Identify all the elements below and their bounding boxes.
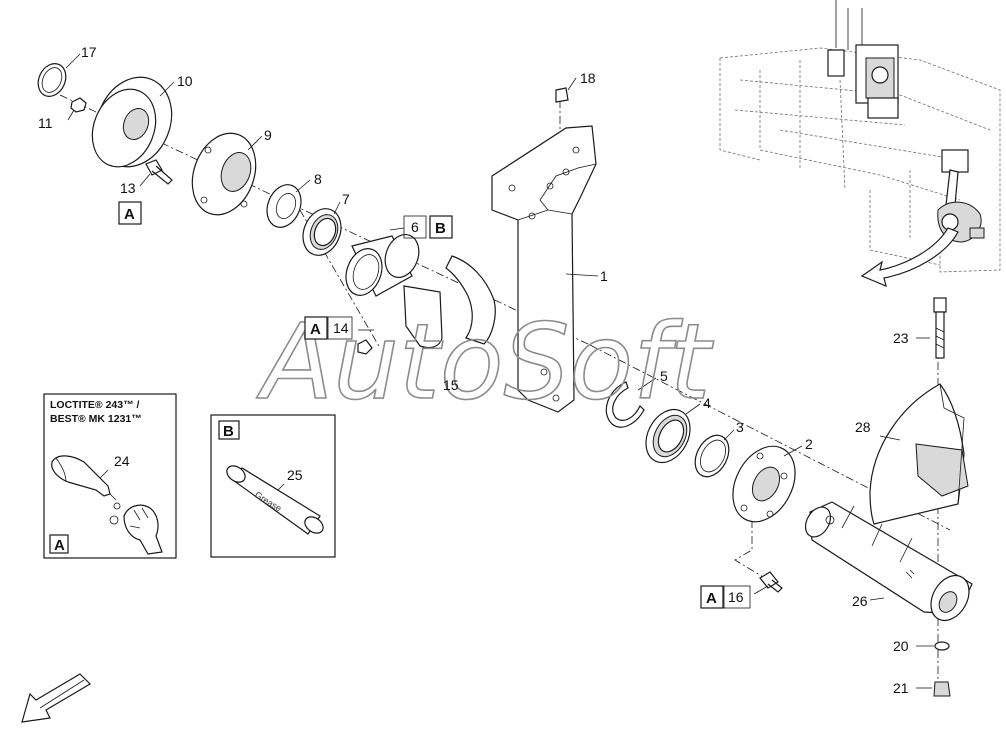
part-7-seal [302,208,342,256]
callout-4: 4 [703,395,711,411]
callout-20: 20 [893,638,909,654]
svg-text:B: B [435,220,446,237]
part-17-snap-ring [37,63,67,97]
inset-a-title-line1: LOCTITE® 243™ / [50,399,140,411]
part-14-screw [357,339,373,355]
callout-3: 3 [736,419,744,435]
callout-11: 11 [38,115,53,131]
svg-text:A: A [124,206,135,223]
ref-box-a-13: A [118,201,142,225]
part-21-cap [933,681,951,697]
svg-text:A: A [310,321,321,338]
callout-18: 18 [580,70,596,86]
inset-b-part-label: 25 [287,467,303,483]
inset-b-ref: B [223,423,234,440]
callout-5: 5 [660,368,668,384]
watermark-text: AutoSoft [256,301,714,423]
callout-1: 1 [600,268,608,284]
part-18-grease-nipple [555,87,569,103]
inset-a-ref: A [54,537,65,554]
callout-23: 23 [893,330,909,346]
part-28-guard [869,383,969,525]
callout-13: 13 [120,180,136,196]
part-2-flange [732,445,796,523]
callout-16: 16 [728,589,744,605]
part-23-bolt [933,297,947,359]
callout-6: 6 [411,219,419,235]
callout-14: 14 [333,320,349,336]
callout-7: 7 [342,191,350,207]
part-15-bearing-shells [403,255,496,349]
part-4-seal-ring [645,408,691,464]
ref-box-a-16: A [700,585,724,609]
ref-box-a-14: A [304,316,328,340]
part-1-bracket [491,125,597,413]
inset-b-grease: B 25 Grease [210,414,336,558]
direction-arrow-icon [21,673,91,723]
inset-a-title-line2: BEST® MK 1231™ [50,413,142,425]
callout-10: 10 [177,73,193,89]
inset-a-loctite: LOCTITE® 243™ / BEST® MK 1231™ 24 A [43,393,177,559]
detail-pointer-arrow [860,227,959,288]
callout-8: 8 [314,171,322,187]
callout-15: 15 [443,377,459,393]
part-5-circlip [605,381,645,428]
callout-26: 26 [852,593,868,609]
callout-28: 28 [855,419,871,435]
part-26-pin-shaft [804,501,973,622]
part-16-bolt [759,571,783,593]
ref-box-b-6: B [429,215,453,239]
part-3-ring [694,434,730,478]
svg-text:A: A [706,590,717,607]
callout-21: 21 [893,680,909,696]
part-20-washer [934,641,950,651]
inset-a-part-label: 24 [114,453,130,469]
part-9-flange [191,132,257,216]
leader-lines [65,53,934,689]
callout-17: 17 [81,44,97,60]
callout-2: 2 [805,436,813,452]
callout-labels: 17 10 11 13 9 8 7 6 18 1 14 15 5 4 3 2 2… [38,44,909,696]
machine-overview-sketch [719,0,1001,273]
part-11-grease-nipple [70,97,87,113]
part-6-bushing [345,234,420,297]
part-8-lock-nut [266,184,302,228]
callout-9: 9 [264,127,272,143]
part-10-cover [91,76,173,168]
part-13-bolt [145,159,173,185]
